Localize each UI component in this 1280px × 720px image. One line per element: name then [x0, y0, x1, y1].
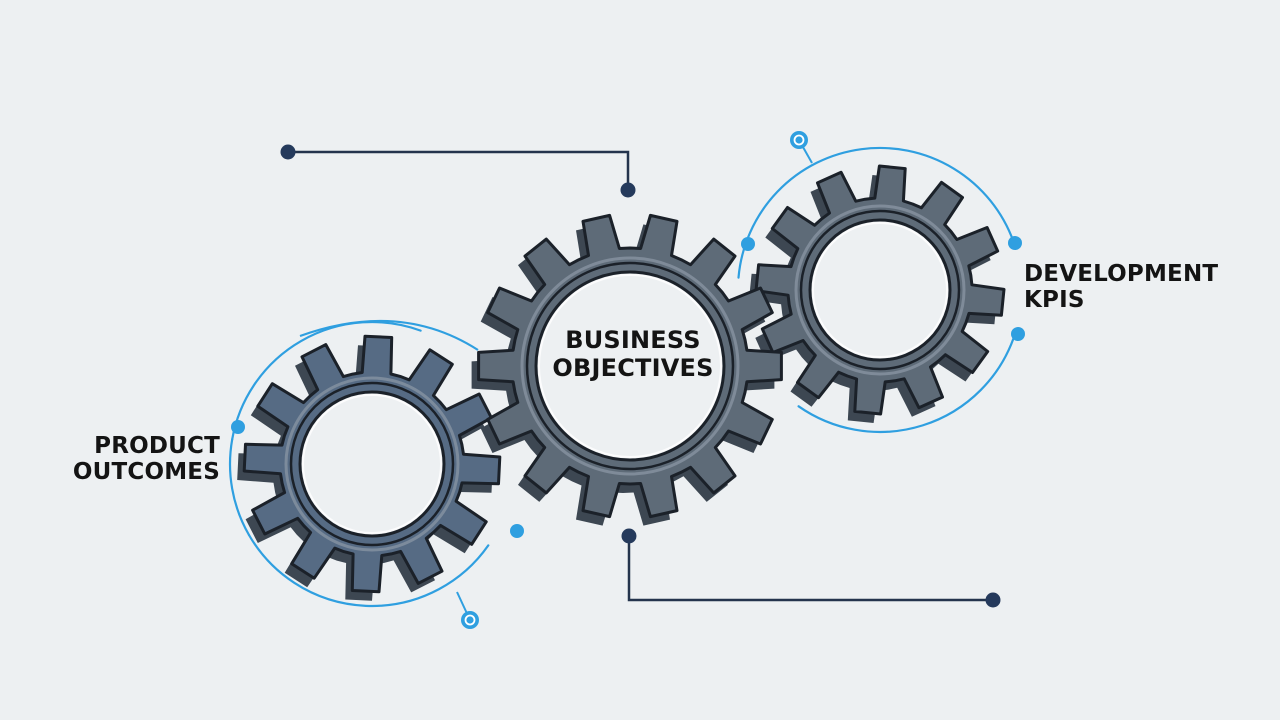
orbit-arcs	[229, 146, 1015, 608]
product-outcomes-label-line2: OUTCOMES	[72, 459, 220, 486]
development-kpis-label-line1: DEVELOPMENT	[1024, 261, 1219, 287]
gear-development-kpis-icon	[749, 164, 1006, 423]
gear-business-objectives-icon	[471, 213, 783, 526]
development-kpis-label-line2: KPIS	[1024, 287, 1085, 314]
bottom-elbow-line	[627, 536, 993, 602]
product-outcomes-label: PRODUCT OUTCOMES	[66, 433, 220, 486]
gear-product-outcomes-icon	[237, 334, 502, 601]
business-objectives-label: BUSINESS OBJECTIVES	[520, 326, 746, 382]
node-dots	[231, 131, 1025, 629]
business-objectives-label-line1: BUSINESS	[565, 326, 701, 354]
connector-lines	[288, 150, 993, 602]
product-outcomes-label-line1: PRODUCT	[94, 433, 220, 459]
top-elbow-line	[288, 150, 630, 190]
business-objectives-label-line2: OBJECTIVES	[552, 353, 714, 382]
development-kpis-label: DEVELOPMENT KPIS	[1024, 261, 1218, 314]
